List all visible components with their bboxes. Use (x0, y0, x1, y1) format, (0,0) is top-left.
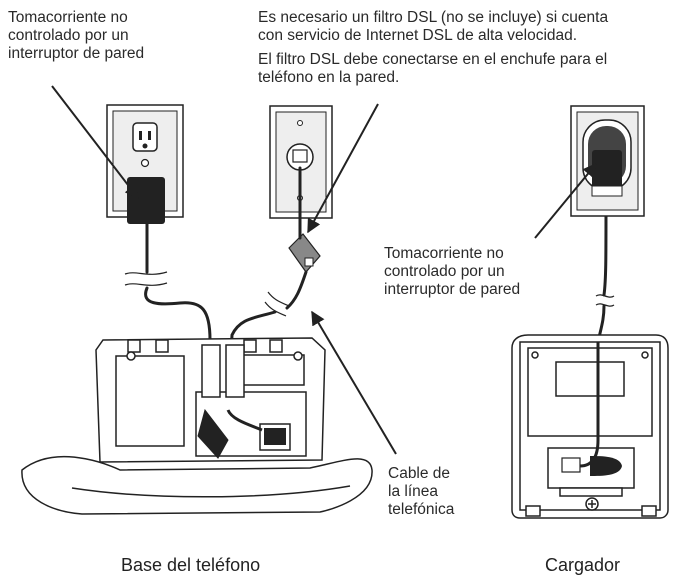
outlet-base-line-1: Tomacorriente no (8, 9, 128, 26)
charger-adapter-icon (582, 119, 632, 197)
outlet-base-line-2: controlado por un (8, 27, 129, 44)
base-plugs (197, 408, 291, 459)
outlet-charger-line-3: interruptor de pared (384, 281, 521, 298)
dsl-note-line-4: teléfono en la pared. (258, 69, 400, 86)
phone-cable-line-2: la línea (388, 483, 438, 500)
charger-icon (511, 334, 669, 519)
cord-breaks (124, 271, 615, 317)
pointer-outlet-base (51, 85, 139, 200)
base-caption: Base del teléfono (121, 555, 261, 575)
cords (144, 166, 608, 412)
dsl-note-line-2: con servicio de Internet DSL de alta vel… (258, 27, 578, 44)
outlet-charger-label: Tomacorriente no controlado por un inter… (384, 245, 520, 299)
outlet-base-line-3: interruptor de pared (8, 45, 145, 62)
outlet-charger-line-2: controlado por un (384, 263, 505, 280)
dsl-note-line-1: Es necesario un filtro DSL (no se incluy… (258, 9, 609, 26)
telephone-base-icon (21, 337, 373, 515)
phone-line-cable-label: Cable de la línea telefónica (388, 465, 454, 519)
power-adapter-icon (127, 177, 165, 224)
pointer-dsl-filter (307, 103, 379, 234)
outlet-base-label: Tomacorriente no controlado por un inter… (8, 9, 144, 63)
pointer-outlet-charger (534, 162, 597, 239)
pointer-phone-cable (311, 310, 397, 455)
phone-cable-line-1: Cable de (388, 465, 451, 482)
pointers (51, 85, 597, 455)
dsl-note-label: Es necesario un filtro DSL (no se incluy… (258, 9, 608, 87)
charger-caption: Cargador (545, 555, 621, 575)
dsl-filter-icon (288, 233, 321, 273)
outlet-charger-line-1: Tomacorriente no (384, 245, 504, 262)
dsl-note-line-3: El filtro DSL debe conectarse en el ench… (258, 51, 608, 68)
phone-cable-line-3: telefónica (388, 501, 455, 518)
charger-plug (561, 342, 622, 476)
